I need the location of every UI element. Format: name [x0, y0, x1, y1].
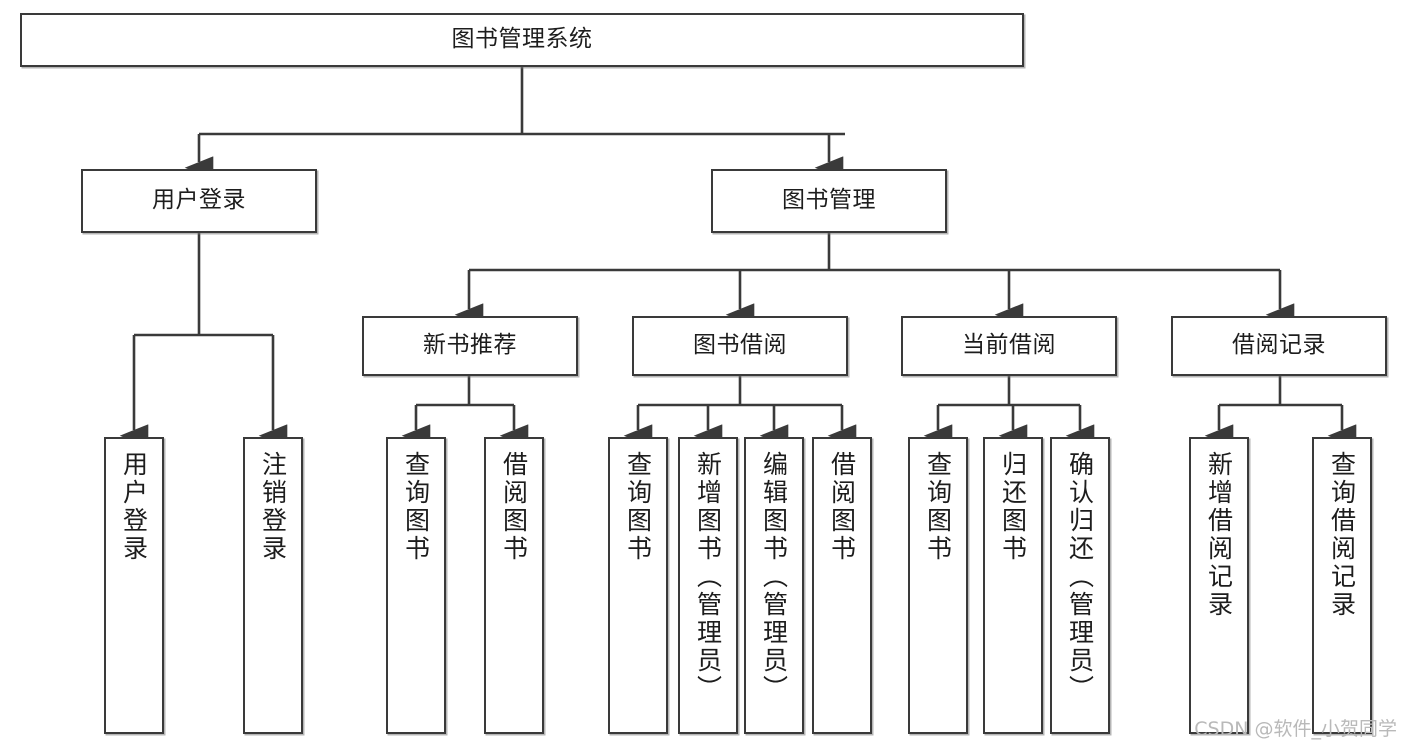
csdn-watermark: CSDN @软件_小贺同学: [1194, 718, 1397, 740]
node-leaf-return-book-label: 归还图书: [998, 451, 1028, 563]
node-borrow-record[interactable]: 借阅记录: [1171, 316, 1387, 376]
node-leaf-confirm-return[interactable]: 确认归还（管理员）: [1050, 437, 1110, 734]
node-user-login[interactable]: 用户登录: [81, 169, 317, 233]
node-leaf-query-record-label: 查询借阅记录: [1327, 451, 1357, 619]
node-leaf-user-login[interactable]: 用户登录: [104, 437, 164, 734]
node-leaf-add-record[interactable]: 新增借阅记录: [1189, 437, 1249, 734]
node-leaf-edit-book-label: 编辑图书（管理员）: [759, 451, 789, 703]
node-leaf-borrow-book-1-label: 借阅图书: [499, 451, 529, 563]
node-leaf-query-record[interactable]: 查询借阅记录: [1312, 437, 1372, 734]
node-book-borrow[interactable]: 图书借阅: [632, 316, 848, 376]
node-leaf-query-book-1-label: 查询图书: [401, 451, 431, 563]
node-leaf-query-book-2-label: 查询图书: [623, 451, 653, 563]
node-leaf-confirm-return-label: 确认归还（管理员）: [1065, 451, 1095, 703]
node-leaf-add-book-label: 新增图书（管理员）: [693, 451, 723, 703]
node-root-label: 图书管理系统: [451, 26, 593, 53]
node-borrow-record-label: 借阅记录: [1232, 332, 1326, 359]
node-current-borrow[interactable]: 当前借阅: [901, 316, 1117, 376]
node-leaf-user-login-label: 用户登录: [119, 451, 149, 563]
node-user-login-label: 用户登录: [152, 187, 246, 214]
node-book-manage-label: 图书管理: [782, 187, 876, 214]
node-new-book-rec[interactable]: 新书推荐: [362, 316, 578, 376]
node-leaf-logout-label: 注销登录: [258, 451, 288, 563]
node-leaf-add-record-label: 新增借阅记录: [1204, 451, 1234, 619]
node-leaf-query-book-3[interactable]: 查询图书: [908, 437, 968, 734]
node-book-manage[interactable]: 图书管理: [711, 169, 947, 233]
node-leaf-borrow-book-1[interactable]: 借阅图书: [484, 437, 544, 734]
node-leaf-query-book-1[interactable]: 查询图书: [386, 437, 446, 734]
node-leaf-query-book-2[interactable]: 查询图书: [608, 437, 668, 734]
node-leaf-logout[interactable]: 注销登录: [243, 437, 303, 734]
node-leaf-borrow-book-2-label: 借阅图书: [827, 451, 857, 563]
node-leaf-borrow-book-2[interactable]: 借阅图书: [812, 437, 872, 734]
node-leaf-add-book[interactable]: 新增图书（管理员）: [678, 437, 738, 734]
node-current-borrow-label: 当前借阅: [962, 332, 1056, 359]
node-book-borrow-label: 图书借阅: [693, 332, 787, 359]
node-leaf-edit-book[interactable]: 编辑图书（管理员）: [744, 437, 804, 734]
node-root[interactable]: 图书管理系统: [20, 13, 1024, 67]
node-leaf-return-book[interactable]: 归还图书: [983, 437, 1043, 734]
node-leaf-query-book-3-label: 查询图书: [923, 451, 953, 563]
node-new-book-rec-label: 新书推荐: [423, 332, 517, 359]
